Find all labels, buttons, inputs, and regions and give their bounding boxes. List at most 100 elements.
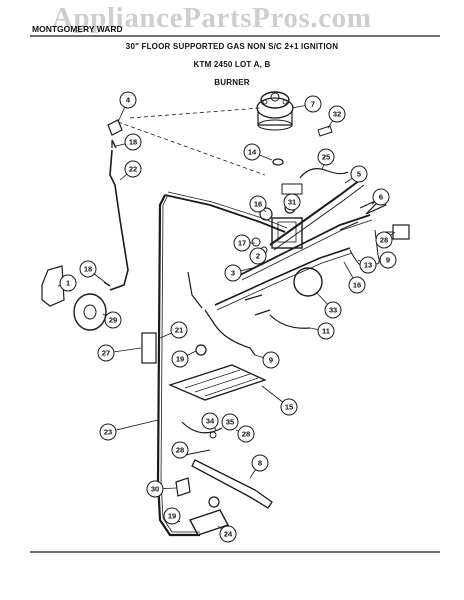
callout-number: 30 [151,485,159,494]
spark-module-27 [141,332,157,364]
callout-number: 23 [104,428,112,437]
burner-cap-7 [260,91,290,109]
callout-circle [375,231,393,249]
burner-disc-33 [293,267,323,297]
callout-circle [350,165,368,183]
callout-number: 32 [333,110,341,119]
burner-tube-16 [214,247,351,306]
spark-module-29 [73,293,107,331]
reference-dash [117,121,266,176]
callout-number: 33 [329,306,337,315]
callout-number: 29 [109,316,117,325]
callout-number: 9 [386,256,390,265]
valve-knob-16 [259,207,273,221]
callout-number: 35 [226,418,234,427]
burner-tube-5 [269,179,361,246]
callout-number: 19 [168,512,176,521]
callout-circle [372,188,390,206]
callout-circle [280,398,298,416]
nut-19 [195,344,207,356]
callout-number: 34 [206,417,215,426]
tube-22 [109,149,129,291]
part-28-right [392,224,410,240]
callout-circle [124,160,142,178]
callout-circle [224,264,242,282]
burner-base-15 [168,364,267,401]
callout-circle [348,276,366,294]
callout-number: 28 [380,236,388,245]
callout-number: 18 [129,138,137,147]
wire-25 [299,168,349,179]
callout-number: 19 [176,355,184,364]
callout-circle [317,148,335,166]
callout-circle [262,351,280,369]
burner-tube-3 [239,214,371,276]
callout-number: 3 [231,269,235,278]
callout-number: 22 [129,165,137,174]
callout-circle [221,413,239,431]
part-17 [251,237,261,247]
clip-18-upper [111,139,117,149]
callout-circle [171,441,189,459]
manifold-tube [164,194,286,233]
callout-number: 9 [269,356,273,365]
fitting-4 [107,119,123,136]
callout-number: 4 [126,96,131,105]
callout-number: 14 [248,148,257,157]
brand-label: MONTGOMERY WARD [32,24,123,34]
callout-number: 8 [258,459,262,468]
callout-number: 18 [84,265,92,274]
grommet-14 [272,158,284,166]
callout-circle [79,260,97,278]
callout-number: 24 [224,530,233,539]
thermocouple-34 [181,421,223,434]
callout-number: 16 [353,281,361,290]
callout-number: 17 [238,239,246,248]
model-number: KTM 2450 LOT A, B [193,60,271,69]
callout-number: 28 [176,446,184,455]
callout-circle [249,195,267,213]
callout-circle [104,311,122,329]
callout-number: 1 [66,279,70,288]
callout-number: 11 [322,327,330,336]
diagram-title: 30" FLOOR SUPPORTED GAS NON S/C 2+1 IGNI… [125,42,339,51]
supply-tube-23 [156,194,200,537]
callout-number: 6 [379,193,383,202]
callout-circle [317,322,335,340]
callout-circle [219,525,237,543]
callout-number: 21 [175,326,183,335]
callout-number: 28 [242,430,250,439]
bracket-1 [41,265,65,307]
callout-circle [233,234,251,252]
callout-circle [359,256,377,274]
callout-circle [99,423,117,441]
valve-24 [188,509,230,536]
callout-number: 7 [311,100,315,109]
valve-body [271,217,303,249]
callout-circle [304,95,322,113]
callout-circle [251,454,269,472]
callout-number: 5 [357,170,361,179]
callout-circle [97,344,115,362]
wire-11 [269,314,311,329]
callout-number: 13 [364,261,372,270]
callout-number: 31 [288,198,296,207]
callout-circle [170,321,188,339]
callout-circle [171,350,189,368]
callout-number: 16 [254,200,262,209]
callout-circle [124,133,142,151]
callout-circle [59,274,77,292]
callout-circle [249,247,267,265]
watermark: AppliancePartsPros.com [52,2,372,34]
callout-circle [119,91,137,109]
callout-group: 4 7 32 18 14 25 22 5 6 16 31 28 17 2 13 9 3 18 16 1 33 29 11 21… [57,91,397,543]
wire-9-lower [204,309,256,356]
callout-leader [107,419,159,433]
callout-circle [163,507,181,525]
callout-number: 2 [256,252,260,261]
callout-number: 25 [322,153,330,162]
callout-circle [146,480,164,498]
callout-circle [201,412,219,430]
